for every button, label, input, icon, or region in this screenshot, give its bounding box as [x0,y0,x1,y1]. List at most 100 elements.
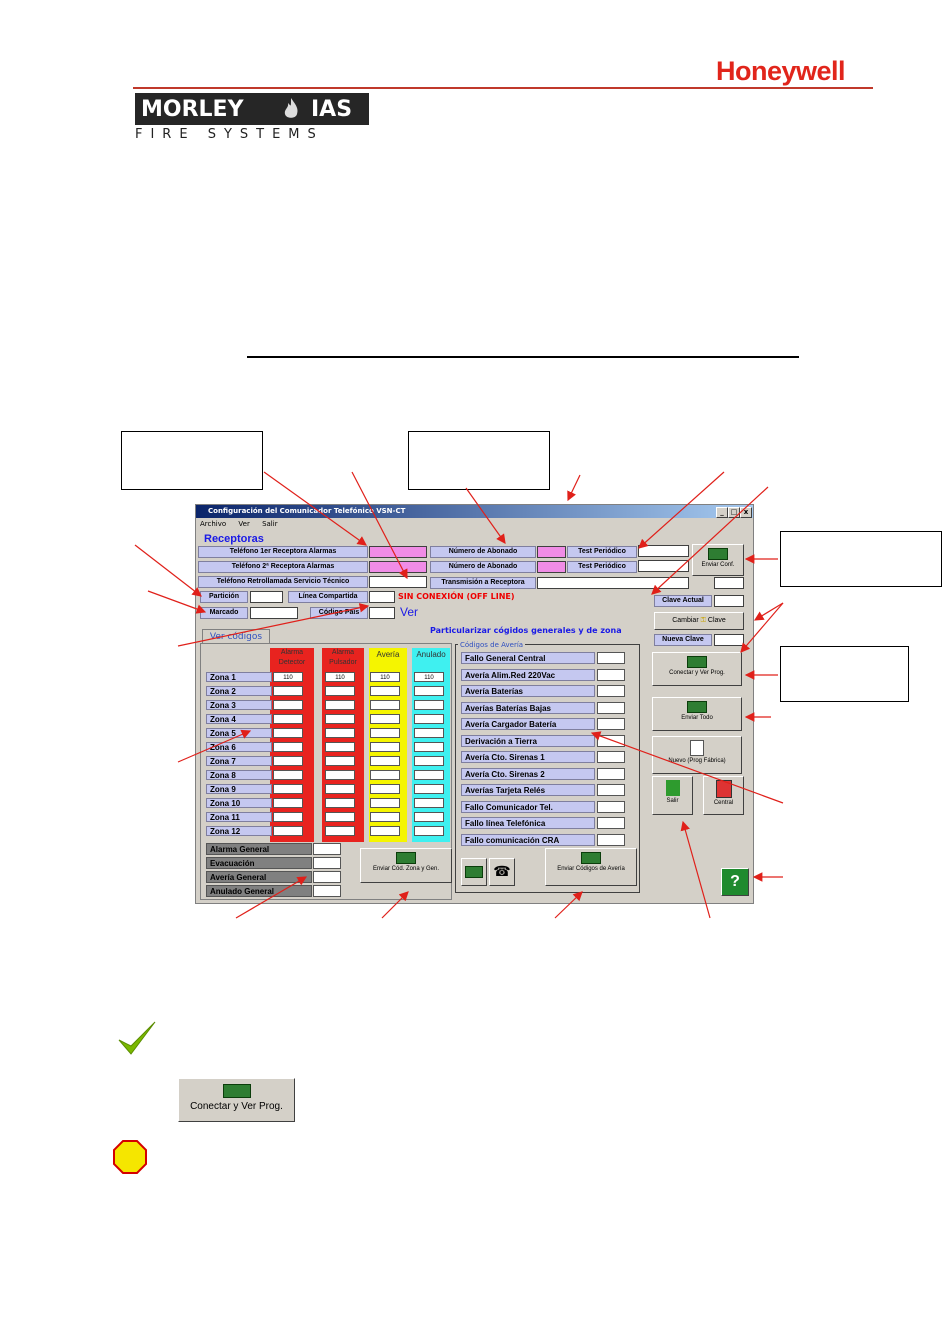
general-averia-input[interactable] [313,871,341,883]
zone-code-input[interactable] [414,756,444,766]
enviar-todo-button[interactable]: Enviar Todo [652,697,742,731]
minimize-icon[interactable]: _ [716,507,728,518]
zone-code-input[interactable] [325,798,355,808]
abonado2-input[interactable] [537,561,566,573]
fault-code-input[interactable] [597,767,625,780]
small-input[interactable] [714,577,744,589]
zone-code-input[interactable] [370,700,400,710]
zone-code-input[interactable] [414,784,444,794]
fault-code-input[interactable] [597,685,625,697]
zone-code-input[interactable] [325,826,355,836]
phone-button[interactable]: ☎ [489,858,515,886]
zone-code-input[interactable] [414,742,444,752]
salir-button[interactable]: Salir [652,776,693,815]
zone-code-input[interactable] [325,742,355,752]
fault-code-input[interactable] [597,817,625,829]
phone1-label: Teléfono 1er Receptora Alarmas [198,546,368,558]
fault-code-input[interactable] [597,833,625,846]
zone-code-input[interactable] [325,686,355,696]
zone-code-input[interactable] [273,756,303,766]
fault-code-input[interactable] [597,800,625,813]
fault-code-input[interactable] [597,652,625,664]
general-alarma-input[interactable] [313,843,341,855]
codigo-pais-input[interactable] [369,607,395,619]
zone-code-input[interactable] [370,686,400,696]
zone-label: Zona 12 [206,826,272,836]
central-button[interactable]: Central [703,776,744,815]
zone-code-input[interactable] [370,728,400,738]
board-small-button[interactable] [461,858,487,886]
zone-code-input[interactable] [414,686,444,696]
zone-code-input[interactable] [414,714,444,724]
zone-code-input[interactable]: 110 [370,672,400,682]
zone-code-input[interactable] [370,742,400,752]
zone-code-input[interactable] [370,798,400,808]
enviar-conf-button[interactable]: Enviar Conf. [692,544,744,576]
zone-code-input[interactable] [370,756,400,766]
zone-code-input[interactable] [370,826,400,836]
transmision-input[interactable] [537,577,689,589]
zone-code-input[interactable] [414,728,444,738]
zone-code-input[interactable] [273,686,303,696]
menu-archivo[interactable]: Archivo [200,520,227,528]
enviar-codigos-averia-button[interactable]: Enviar Códigos de Avería [545,848,637,886]
zone-code-input[interactable] [273,714,303,724]
zone-code-input[interactable] [273,784,303,794]
help-icon[interactable]: ? [721,868,749,896]
zone-code-input[interactable] [370,784,400,794]
zone-code-input[interactable] [414,700,444,710]
zone-code-input[interactable] [325,756,355,766]
zone-code-input[interactable]: 110 [273,672,303,682]
ver-link[interactable]: Ver [400,605,419,619]
fault-code-input[interactable] [597,751,625,763]
nuevo-fabrica-button[interactable]: Nuevo (Prog Fábrica) [652,736,742,774]
test1-input[interactable] [638,545,689,557]
zone-code-input[interactable]: 110 [414,672,444,682]
zone-code-input[interactable] [273,826,303,836]
zone-code-input[interactable] [414,770,444,780]
callback-input[interactable] [369,576,427,588]
menu-ver[interactable]: Ver [238,520,250,528]
zone-code-input[interactable] [325,714,355,724]
abonado1-input[interactable] [537,546,566,558]
zone-code-input[interactable] [325,700,355,710]
zone-code-input[interactable] [325,784,355,794]
menu-salir[interactable]: Salir [262,520,278,528]
particion-input[interactable] [250,591,283,603]
zone-code-input[interactable] [273,812,303,822]
clave-actual-input[interactable] [714,595,744,607]
test1-label: Test Periódico [567,546,637,558]
marcado-input[interactable] [250,607,298,619]
phone1-input[interactable] [369,546,427,558]
cambiar-clave-button[interactable]: Cambiar ⚿ Clave [654,612,744,630]
fault-code-input[interactable] [597,718,625,730]
enviar-cod-zona-button[interactable]: Enviar Cód. Zona y Gen. [360,848,452,883]
key-icon: ⚿ [700,617,706,624]
zone-code-input[interactable]: 110 [325,672,355,682]
zone-code-input[interactable] [273,728,303,738]
zone-code-input[interactable] [273,770,303,780]
zone-code-input[interactable] [273,700,303,710]
conectar-ver-button[interactable]: Conectar y Ver Prog. [652,652,742,686]
zone-code-input[interactable] [414,826,444,836]
zone-code-input[interactable] [414,798,444,808]
fault-code-input[interactable] [597,668,625,681]
zone-code-input[interactable] [370,770,400,780]
fault-code-input[interactable] [597,701,625,714]
zone-code-input[interactable] [370,714,400,724]
zone-code-input[interactable] [414,812,444,822]
zone-code-input[interactable] [325,812,355,822]
general-evacuacion-input[interactable] [313,857,341,869]
nueva-clave-input[interactable] [714,634,744,646]
linea-compartida-input[interactable] [369,591,395,603]
zone-code-input[interactable] [273,742,303,752]
fault-code-input[interactable] [597,784,625,796]
tab-ver-codigos[interactable]: Ver códigos [202,629,270,644]
zone-code-input[interactable] [325,728,355,738]
test2-input[interactable] [638,560,689,572]
general-anulado-input[interactable] [313,885,341,897]
zone-code-input[interactable] [370,812,400,822]
zone-code-input[interactable] [273,798,303,808]
clave-actual-label: Clave Actual [654,595,712,607]
zone-code-input[interactable] [325,770,355,780]
